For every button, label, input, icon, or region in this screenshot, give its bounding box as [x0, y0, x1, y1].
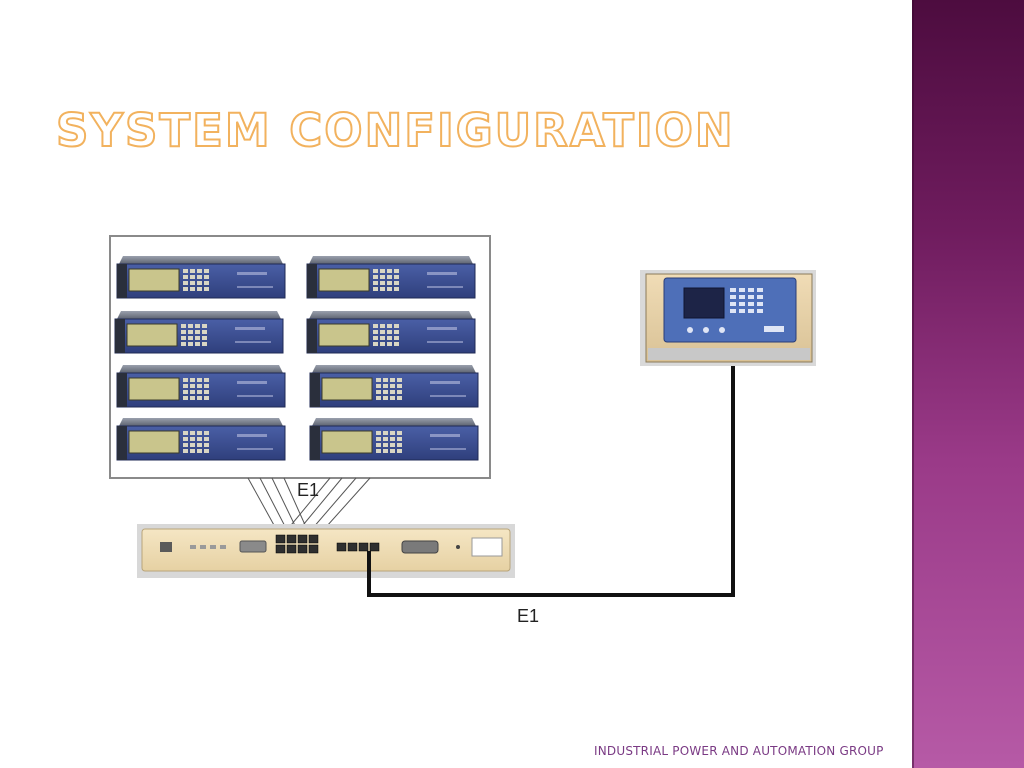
relay-unit: [116, 255, 286, 299]
relay-unit: [309, 364, 479, 408]
relay-unit: [306, 255, 476, 299]
configuration-diagram: [109, 235, 816, 597]
e1-multiplexer: [137, 524, 515, 578]
e1-link-label: E1: [517, 606, 540, 626]
relay-unit: [306, 310, 476, 354]
relay-unit: [114, 310, 284, 354]
relay-unit: [309, 417, 479, 461]
footer-organization: INDUSTRIAL POWER AND AUTOMATION GROUP: [594, 744, 884, 758]
hmi-terminal: [640, 270, 816, 366]
e1-fanout-label: E1: [297, 480, 320, 500]
side-decoration-band: [912, 0, 1024, 768]
e1-link-cable: [367, 366, 735, 597]
side-band-edge: [912, 0, 914, 768]
relay-unit: [116, 417, 286, 461]
slide-title: System Configuration: [55, 103, 735, 158]
relay-unit: [116, 364, 286, 408]
